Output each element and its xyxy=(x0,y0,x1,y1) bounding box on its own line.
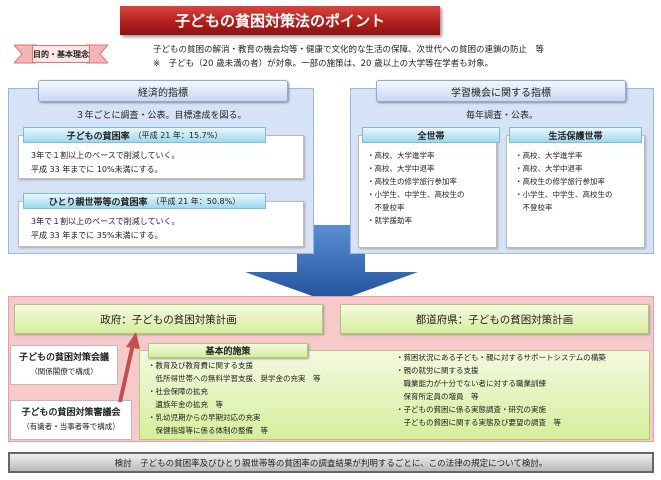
measures-right: ・貧困状況にある子ども・親に対するサポートシステムの構築 ・親の就労に関する支援… xyxy=(396,351,606,429)
list-item: ・貧困状況にある子ども・親に対するサポートシステムの構築 xyxy=(396,353,606,362)
list-item: ・乳幼児期からの早期対応の充実 xyxy=(148,413,261,422)
red-arrow-icon xyxy=(118,332,140,403)
council-box: 子どもの貧困対策会議 （関係閣僚で構成） xyxy=(10,345,118,385)
list-item: ・就学援助率 xyxy=(367,216,412,225)
list-item: ・高校、大学中退率 xyxy=(367,164,435,173)
box-title: ひとり親世帯等の貧困率 xyxy=(48,197,148,208)
down-arrow-icon xyxy=(245,225,418,303)
list-item: 保健指導等に係る体制の整備 等 xyxy=(148,426,268,435)
list-item: ・高校、大学中退率 xyxy=(515,164,583,173)
prefecture-plan-header: 都道府県：子どもの貧困対策計画 xyxy=(340,304,649,334)
basic-measures-area: ・教育及び教育費に関する支援 低所得世帯への無料学習支援、奨学金の充実 等 ・社… xyxy=(139,350,650,440)
learning-indicators-header: 学習機会に関する指標 xyxy=(376,80,626,102)
list-item: 職業能力が十分でない者に対する職業訓練 xyxy=(396,379,546,388)
box-sub: （平成 21 年：50.8%） xyxy=(151,196,241,206)
list-item: 不登校率 xyxy=(515,203,553,212)
purpose-label: 目的・基本理念 xyxy=(32,45,90,63)
list-item: ・高校、大学進学率 xyxy=(367,151,435,160)
box-sub: （平成 21 年：15.7%） xyxy=(133,130,223,140)
list-item: ・子どもの貧困に係る実態調査・研究の実施 xyxy=(396,405,546,414)
council-sub: （関係閣僚で構成） xyxy=(30,367,98,376)
target-line: 平成 33 年までに 35%未満にする。 xyxy=(31,231,163,240)
welfare-households-box: ・高校、大学進学率 ・高校、大学中退率 ・高校生の修学旅行参加率 ・小学生、中学… xyxy=(506,135,645,248)
all-households-box: ・高校、大学進学率 ・高校、大学中退率 ・高校生の修学旅行参加率 ・小学生、中学… xyxy=(358,135,497,248)
list-item: ・高校生の修学旅行参加率 xyxy=(515,177,605,186)
purpose-line: 子どもの貧困の解消・教育の機会均等・健康で文化的な生活の保障、次世代への貧困の連… xyxy=(153,45,545,55)
economic-note: ３年ごとに調査・公表。目標達成を図る。 xyxy=(75,111,247,121)
list-item: ・高校、大学進学率 xyxy=(515,151,583,160)
list-item: 遺族年金の拡充 等 xyxy=(148,400,223,409)
learning-note: 毎年調査・公表。 xyxy=(465,111,538,121)
child-poverty-header: 子どもの貧困率（平成 21 年：15.7%） xyxy=(23,127,266,143)
all-households-header: 全世帯 xyxy=(362,127,500,143)
deliberation-sub: （有識者・当事者等で構成） xyxy=(22,422,120,431)
purpose-note: ※ 子ども（20 歳未満の者）が対象。一部の施策は、20 歳以上の大学等在学者も… xyxy=(153,59,494,69)
deliberation-title: 子どもの貧困対策審議会 xyxy=(21,408,121,418)
target-line: 3年で１割以上のペースで削減していく。 xyxy=(31,217,180,226)
council-title: 子どもの貧困対策会議 xyxy=(18,353,109,363)
target-line: 平成 33 年までに 10%未満にする。 xyxy=(31,165,163,174)
deliberation-council-box: 子どもの貧困対策審議会 （有識者・当事者等で構成） xyxy=(10,400,132,440)
list-item: ・高校生の修学旅行参加率 xyxy=(367,177,457,186)
page-title: 子どもの貧困対策法のポイント xyxy=(120,6,440,35)
target-line: 3年で１割以上のペースで削減していく。 xyxy=(31,151,180,160)
list-item: 低所得世帯への無料学習支援、奨学金の充実 等 xyxy=(148,374,321,383)
list-item: 子どもの貧困に関する実態及び要望の調査 等 xyxy=(396,418,561,427)
measures-left: ・教育及び教育費に関する支援 低所得世帯への無料学習支援、奨学金の充実 等 ・社… xyxy=(148,359,321,437)
single-parent-poverty-header: ひとり親世帯等の貧困率（平成 21 年：50.8%） xyxy=(23,193,266,209)
purpose-text: 子どもの貧困の解消・教育の機会均等・健康で文化的な生活の保障、次世代への貧困の連… xyxy=(153,43,544,71)
list-item: ・小学生、中学生、高校生の xyxy=(367,190,465,199)
list-item: 保育所定員の増員 等 xyxy=(396,392,479,401)
welfare-households-header: 生活保護世帯 xyxy=(509,127,642,143)
government-plan-header: 政府：子どもの貧困対策計画 xyxy=(14,304,323,334)
basic-measures-header: 基本的施策 xyxy=(148,343,308,358)
box-title: 子どもの貧困率 xyxy=(66,131,130,142)
list-item: ・親の就労に関する支援 xyxy=(396,366,479,375)
list-item: 不登校率 xyxy=(367,203,405,212)
list-item: ・小学生、中学生、高校生の xyxy=(515,190,613,199)
list-item: ・教育及び教育費に関する支援 xyxy=(148,361,253,370)
review-bar: 検討 子どもの貧困率及びひとり親世帯等の貧困率の調査結果が判明するごとに、この法… xyxy=(8,452,654,473)
economic-indicators-header: 経済的指標 xyxy=(38,80,288,102)
list-item: ・社会保障の拡充 xyxy=(148,387,208,396)
purpose-badge: 目的・基本理念 xyxy=(12,43,110,65)
